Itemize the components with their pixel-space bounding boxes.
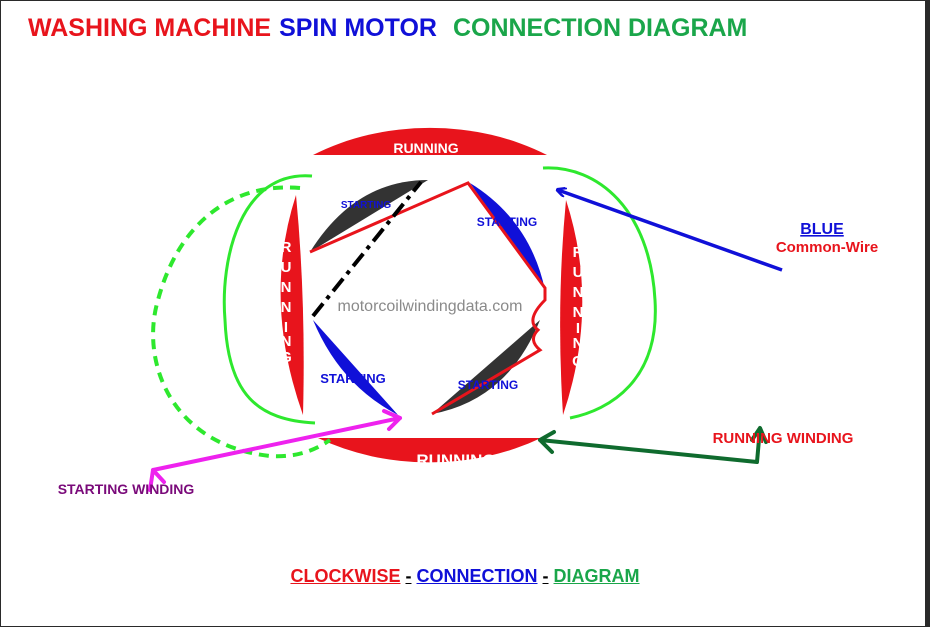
footer-sep-2: -	[542, 566, 549, 586]
label-starting-winding: STARTING WINDING	[58, 481, 195, 497]
running-left-letter: N	[281, 299, 292, 316]
running-left-letter: N	[281, 333, 292, 350]
running-right-letter: N	[573, 284, 584, 301]
label-running-winding: RUNNING WINDING	[713, 430, 854, 447]
running-winding-arrow	[538, 426, 768, 464]
running-right-letter: U	[573, 264, 584, 281]
running-label-top: RUNNING	[393, 140, 458, 156]
title-part-washing-machine: WASHING MACHINE	[28, 14, 272, 42]
running-left-letter: R	[281, 239, 292, 256]
winding-line-top	[309, 181, 547, 416]
running-right-letter: R	[573, 244, 584, 261]
starting-label-top-left: STARTING	[341, 200, 392, 211]
green-dashed-loop	[151, 185, 332, 459]
running-right-letter: G	[572, 353, 584, 370]
frame-right-bar	[925, 1, 929, 626]
running-pole-left	[280, 195, 304, 415]
running-right-letter: N	[573, 304, 584, 321]
running-pole-top	[313, 127, 547, 155]
starting-pole-bottom-left	[313, 320, 398, 415]
running-left-letter: G	[280, 349, 292, 366]
running-label-left: R U N N I N G	[280, 239, 292, 366]
starting-label-bottom-right: STARTING	[458, 378, 518, 392]
common-wire-arrow	[558, 190, 783, 272]
running-left-letter: U	[281, 259, 292, 276]
title-part-connection-diagram: CONNECTION DIAGRAM	[452, 14, 748, 42]
running-label-bottom: RUNNING	[416, 451, 495, 470]
footer-connection: CONNECTION	[416, 566, 538, 586]
footer-diagram: DIAGRAM	[553, 566, 640, 586]
starting-pole-top-left	[310, 180, 428, 252]
label-common-wire: Common-Wire	[776, 239, 878, 256]
starting-label-bottom-left: STARTING	[320, 371, 385, 386]
starting-winding-arrow	[148, 409, 402, 492]
starting-pole-bottom-right	[432, 320, 540, 414]
running-right-letter: N	[573, 335, 584, 352]
footer-caption: CLOCKWISE - CONNECTION - DIAGRAM	[0, 566, 930, 587]
watermark: motorcoilwindingdata.com	[338, 298, 523, 315]
footer-clockwise: CLOCKWISE	[290, 566, 401, 586]
starting-label-top-right: STARTING	[477, 215, 537, 229]
running-right-letter: I	[576, 320, 580, 337]
label-blue: BLUE	[800, 221, 844, 238]
footer-sep-1: -	[405, 566, 412, 586]
running-pole-bottom	[318, 438, 541, 463]
title-part-spin-motor: SPIN MOTOR	[279, 14, 437, 42]
green-loop-right	[542, 166, 657, 420]
running-left-letter: I	[284, 319, 288, 336]
running-left-letter: N	[281, 279, 292, 296]
dash-dot-line	[311, 180, 423, 318]
running-label-right: R U N N I N G	[572, 244, 584, 370]
green-loop-left	[222, 174, 316, 425]
running-pole-right	[560, 200, 583, 415]
